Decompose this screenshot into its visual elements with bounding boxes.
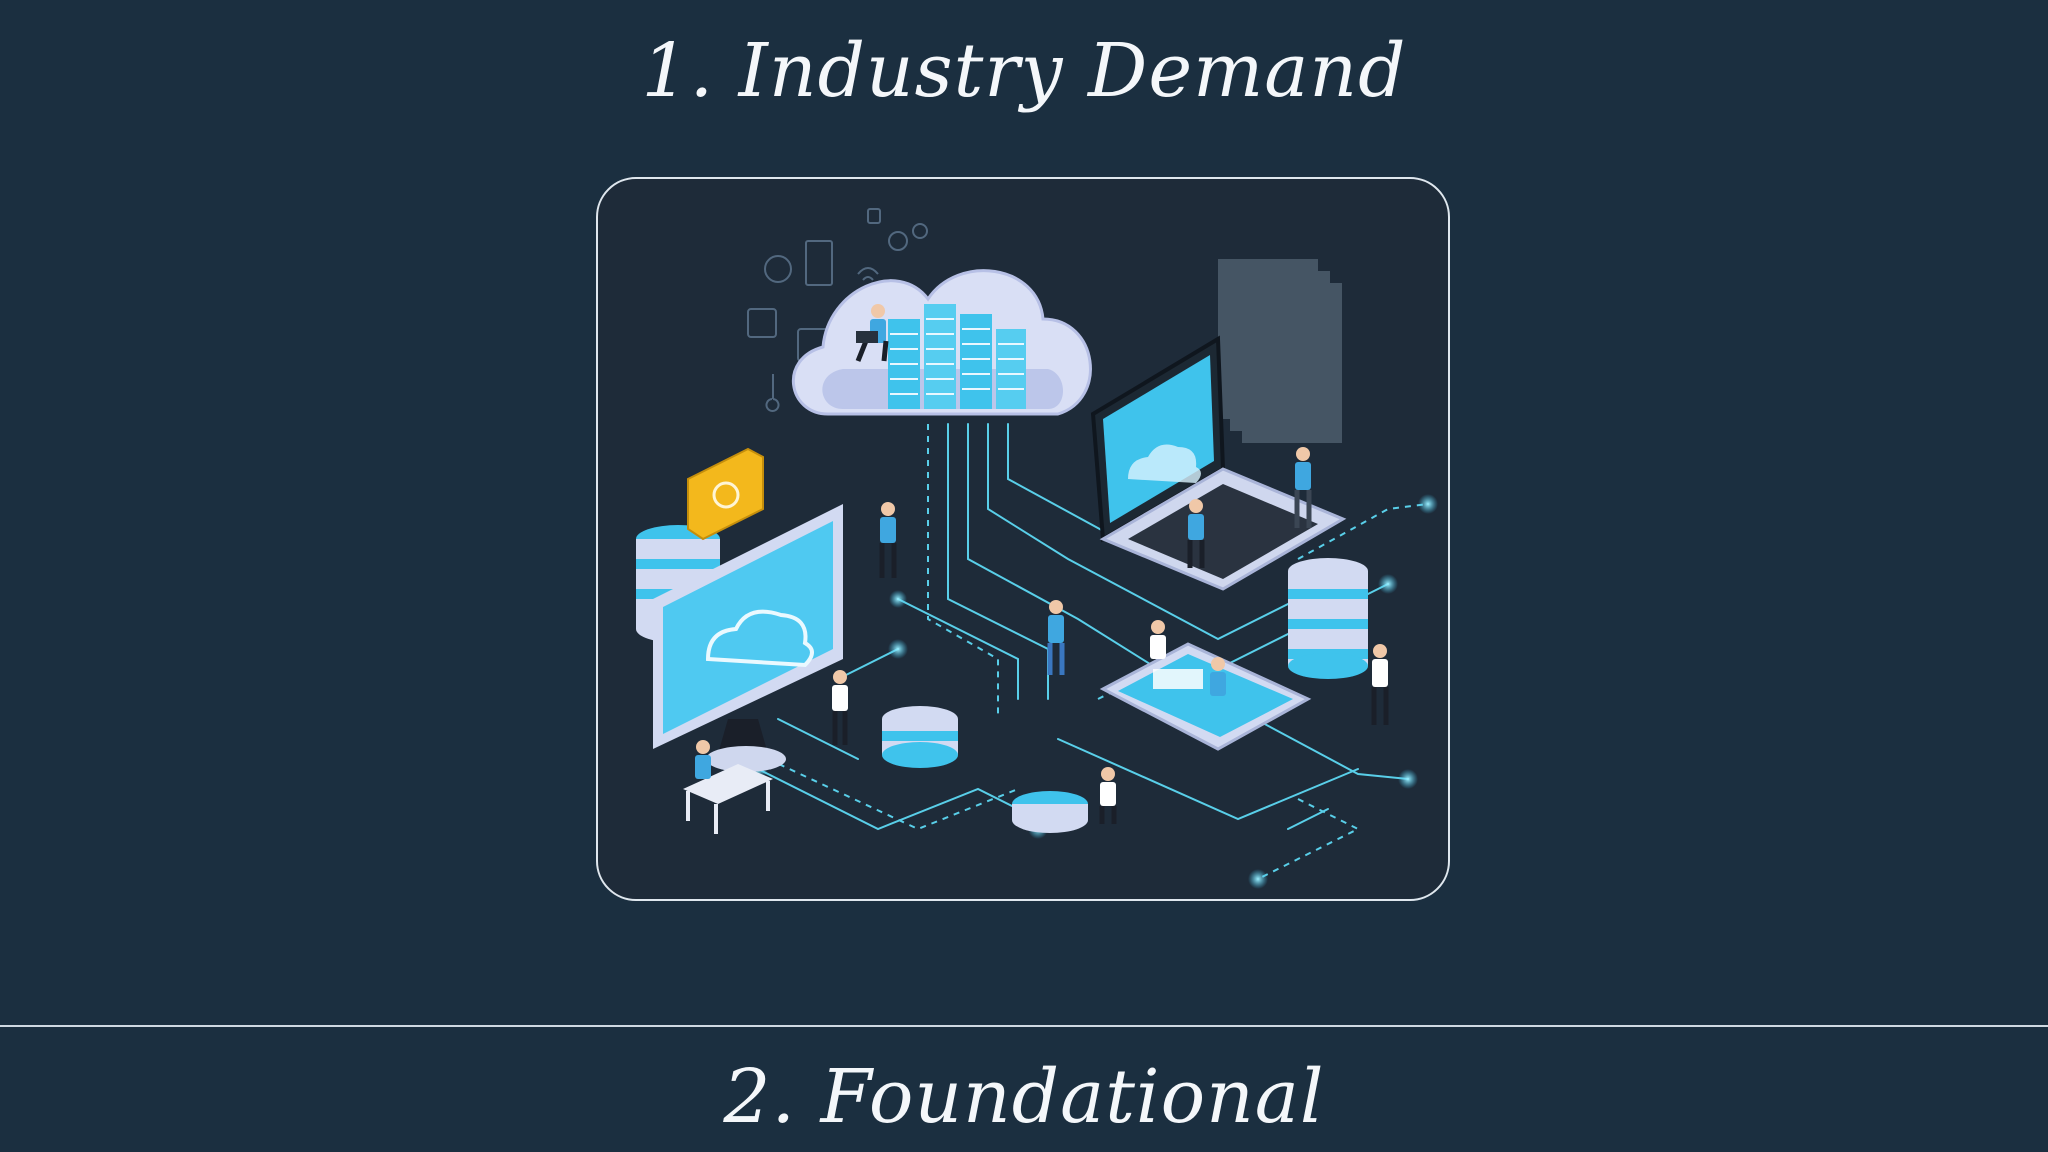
network-dashes — [767, 424, 1429, 880]
person-icon — [1150, 620, 1166, 659]
person-icon — [1099, 767, 1117, 824]
data-panels — [1218, 259, 1342, 443]
person-icon — [1210, 657, 1226, 696]
database-icon — [1012, 791, 1088, 833]
next-slide-title: 2. Foundational — [723, 1054, 1325, 1140]
slide-title: 1. Industry Demand — [641, 28, 1407, 114]
person-icon — [1047, 600, 1065, 675]
glow-nodes — [748, 494, 1438, 889]
network-lines — [757, 423, 1409, 831]
person-icon — [1294, 447, 1312, 528]
smartphone-icon — [1099, 642, 1312, 751]
monitor-icon — [653, 504, 843, 772]
person-icon — [1187, 499, 1205, 568]
server-rack-icon — [888, 304, 1026, 409]
person-icon — [695, 740, 711, 779]
slide-divider — [0, 1025, 2048, 1027]
person-icon — [1371, 644, 1389, 725]
person-icon — [832, 670, 848, 745]
people — [695, 447, 1389, 824]
person-icon — [879, 502, 897, 578]
cloud-network-illustration — [636, 208, 1438, 889]
person-icon — [855, 304, 889, 362]
database-icon — [1288, 558, 1368, 679]
laptop-icon — [1090, 335, 1347, 591]
cloud-icon — [792, 269, 1092, 416]
folder-icon — [687, 447, 764, 541]
database-icon — [882, 706, 958, 768]
illustration-frame — [596, 177, 1450, 901]
desk-icon — [683, 764, 773, 834]
